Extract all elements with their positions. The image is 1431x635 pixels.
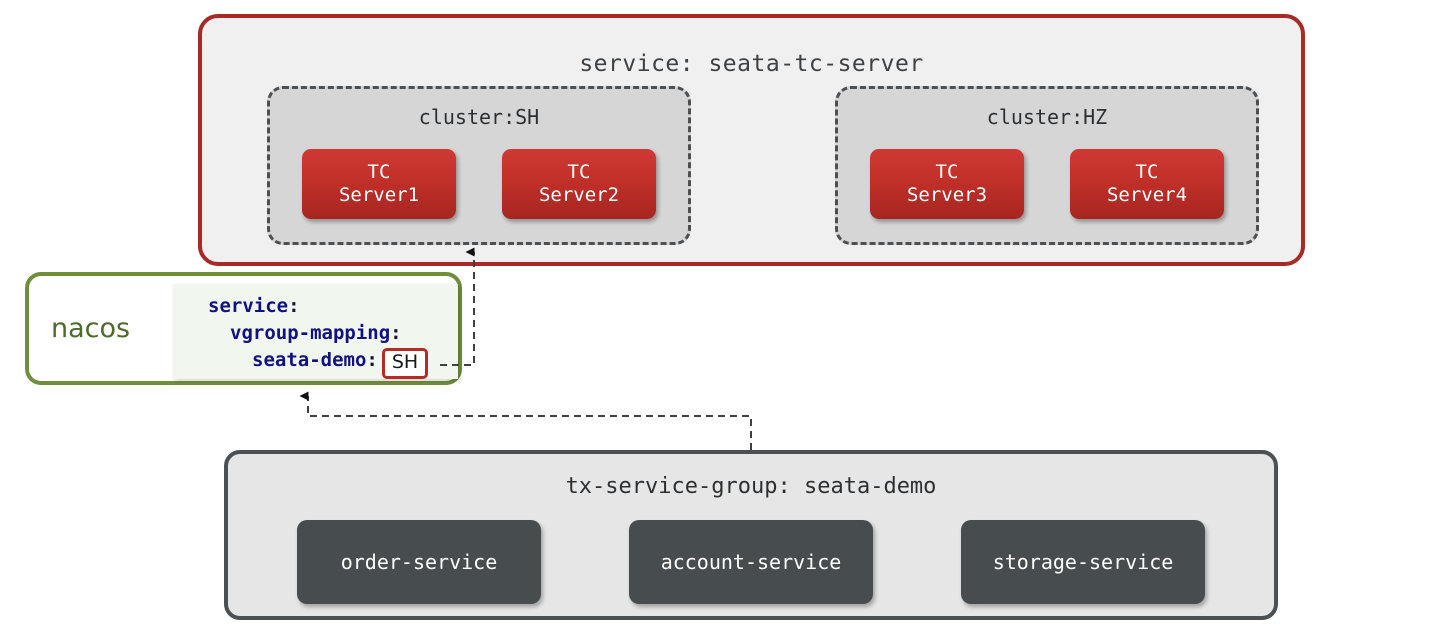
nacos-container: nacos service: vgroup-mapping: seata-dem… [25,272,462,385]
cluster-sh-nodes: TC Server1 TC Server2 [270,149,688,219]
storage-service-box[interactable]: storage-service [961,520,1205,604]
cluster-hz-nodes: TC Server3 TC Server4 [838,149,1256,219]
yaml-punct-2: : [390,321,402,344]
cluster-hz-title: cluster:HZ [986,105,1108,129]
tc-server3-line2: Server3 [906,184,988,206]
service-title: service: seata-tc-server [579,51,924,77]
tc-server1-line2: Server1 [338,184,420,206]
cluster-sh-title: cluster:SH [418,105,540,129]
service-boxes: order-service account-service storage-se… [228,520,1274,604]
yaml-line-service: service: [173,293,458,320]
tc-server2-line2: Server2 [538,184,620,206]
account-service-box[interactable]: account-service [629,520,873,604]
yaml-key-service: service [208,295,289,317]
connector-group-to-nacos [299,391,752,450]
yaml-punct-1: : [288,295,300,317]
yaml-key-seata-demo: seata-demo [252,348,367,371]
tc-server4-line2: Server4 [1106,184,1188,206]
nacos-config-block: service: vgroup-mapping: seata-demo:SH [173,284,458,379]
yaml-key-vgroup-mapping: vgroup-mapping [230,321,391,344]
tx-service-group-title: tx-service-group: seata-demo [565,474,937,499]
tc-server3[interactable]: TC Server3 [870,149,1024,219]
tc-server3-line1: TC [935,160,959,183]
tc-server4-line1: TC [1135,160,1159,183]
tc-server4[interactable]: TC Server4 [1070,149,1224,219]
tc-server2-line1: TC [567,160,591,183]
tx-service-group-container: tx-service-group: seata-demo order-servi… [224,450,1278,620]
vgroup-value-chip[interactable]: SH [381,347,429,379]
service-container: service: seata-tc-server cluster:SH TC S… [198,14,1305,266]
yaml-line-seata-demo: seata-demo:SH [173,347,458,379]
tc-server2[interactable]: TC Server2 [502,149,656,219]
order-service-box[interactable]: order-service [297,520,541,604]
tc-server1[interactable]: TC Server1 [302,149,456,219]
cluster-hz: cluster:HZ TC Server3 TC Server4 [835,86,1259,245]
yaml-punct-3: : [366,348,378,371]
nacos-label: nacos [51,313,131,344]
yaml-line-vgroup-mapping: vgroup-mapping: [173,320,458,347]
tc-server1-line1: TC [367,160,391,183]
cluster-sh: cluster:SH TC Server1 TC Server2 [267,86,691,245]
